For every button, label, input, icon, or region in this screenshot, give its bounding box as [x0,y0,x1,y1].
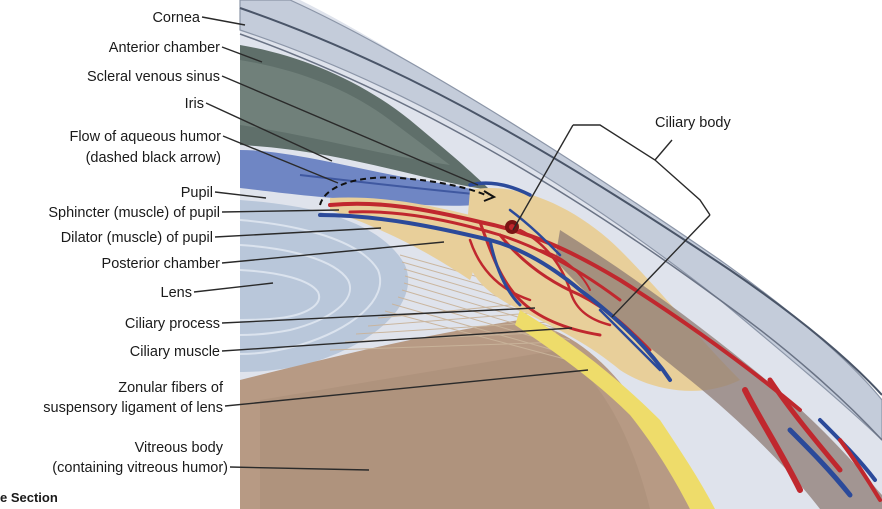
label-ciliary-muscle: Ciliary muscle [130,344,220,360]
label-posterior-chamber: Posterior chamber [102,256,221,272]
label-pupil: Pupil [181,185,213,201]
label-scleral-venous-sinus: Scleral venous sinus [87,69,220,85]
label-sphincter: Sphincter (muscle) of pupil [48,205,220,221]
label-dilator: Dilator (muscle) of pupil [61,230,213,246]
label-zonular-line1: Zonular fibers of [118,380,224,396]
label-ciliary-body: Ciliary body [655,115,731,131]
label-flow-line2: (dashed black arrow) [86,150,221,166]
label-cornea: Cornea [152,10,200,26]
label-lens: Lens [161,285,192,301]
label-ciliary-process: Ciliary process [125,316,220,332]
label-vitreous-line1: Vitreous body [135,440,224,456]
label-zonular-line2: suspensory ligament of lens [43,400,223,416]
label-iris: Iris [185,96,204,112]
eye-illustration [240,0,882,509]
section-caption: e Section [0,490,58,505]
label-anterior-chamber: Anterior chamber [109,40,220,56]
label-vitreous-line2: (containing vitreous humor) [52,460,228,476]
label-flow-line1: Flow of aqueous humor [69,129,221,145]
